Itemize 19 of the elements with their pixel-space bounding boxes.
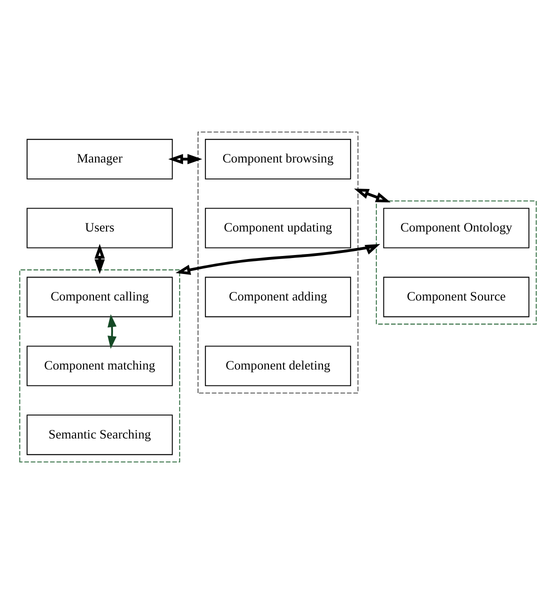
node-box: Component updating: [204, 207, 352, 248]
node-box: Semantic Searching: [26, 414, 173, 455]
node-box: Component Source: [383, 276, 530, 317]
arrow: [176, 244, 380, 274]
arrow: [168, 153, 202, 164]
node-box: Component Ontology: [383, 207, 530, 248]
node-box: Users: [26, 207, 173, 248]
node-box: Component deleting: [204, 345, 352, 386]
cluster: [198, 131, 358, 393]
cluster: [376, 200, 537, 324]
node-box: Component calling: [26, 276, 173, 317]
node-box: Manager: [26, 138, 173, 179]
node-box: Component browsing: [204, 138, 352, 179]
arrow: [354, 188, 391, 202]
arrow: [108, 314, 117, 348]
arrow: [94, 243, 105, 274]
node-box: Component adding: [204, 276, 352, 317]
node-box: Component matching: [26, 345, 173, 386]
cluster: [19, 268, 180, 462]
